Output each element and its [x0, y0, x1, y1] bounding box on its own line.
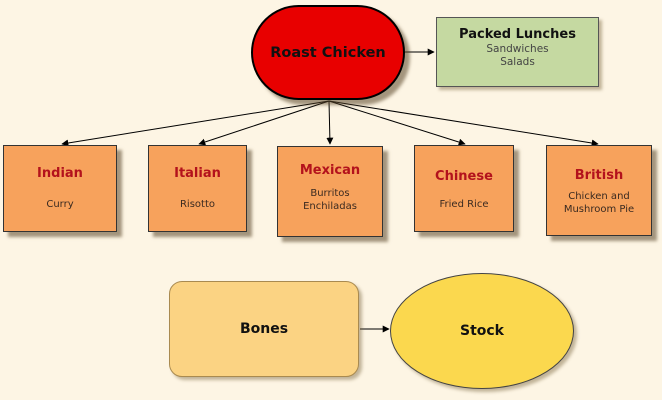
stock-label: Stock — [459, 323, 504, 339]
cuisine-title: Mexican — [299, 163, 361, 178]
cuisine-dish: Mushroom Pie — [563, 204, 635, 215]
cuisine-title: Chinese — [435, 169, 493, 184]
roast-chicken-label: Roast Chicken — [270, 44, 386, 61]
stock-node[interactable]: Stock — [390, 273, 574, 389]
cuisine-node-chinese[interactable]: Chinese Fried Rice — [414, 145, 514, 232]
packed-lunches-item: Salads — [500, 56, 535, 68]
cuisine-title: Indian — [37, 166, 83, 181]
roast-chicken-node[interactable]: Roast Chicken — [251, 5, 405, 100]
cuisine-dish: Curry — [46, 199, 74, 210]
cuisine-node-italian[interactable]: Italian Risotto — [148, 145, 247, 232]
edge-roast-to-chinese — [328, 100, 466, 146]
cuisine-title: British — [574, 168, 624, 183]
cuisine-dish: Burritos — [310, 188, 350, 199]
edge-roast-to-mexican — [326, 100, 334, 145]
edge-roast-to-indian — [61, 100, 330, 147]
cuisine-dish: Chicken and — [568, 191, 630, 202]
cuisine-dish: Fried Rice — [439, 199, 489, 210]
packed-lunches-title: Packed Lunches — [459, 27, 576, 42]
edge-roast-to-italian — [198, 100, 330, 146]
packed-lunches-node[interactable]: Packed Lunches Sandwiches Salads — [436, 17, 599, 87]
bones-node[interactable]: Bones — [169, 281, 359, 377]
cuisine-node-british[interactable]: British Chicken and Mushroom Pie — [546, 145, 652, 236]
cuisine-title: Italian — [174, 166, 221, 181]
cuisine-dish: Risotto — [179, 199, 215, 210]
bones-label: Bones — [239, 321, 289, 337]
cuisine-dish: Enchiladas — [303, 201, 357, 212]
cuisine-node-indian[interactable]: Indian Curry — [3, 145, 117, 232]
packed-lunches-item: Sandwiches — [486, 43, 549, 55]
edge-roast-to-british — [328, 100, 599, 147]
cuisine-node-mexican[interactable]: Mexican Burritos Enchiladas — [277, 146, 383, 237]
